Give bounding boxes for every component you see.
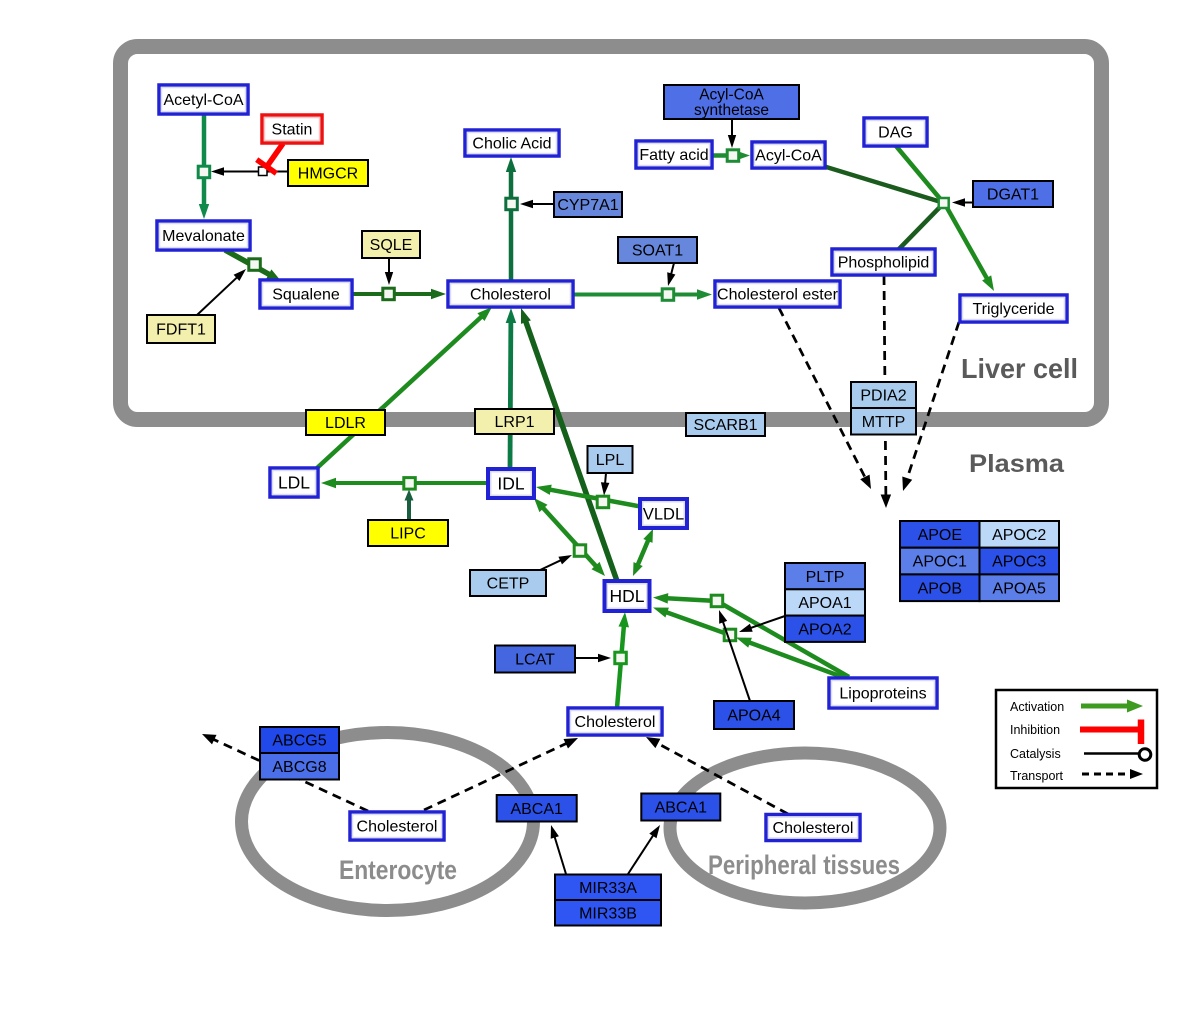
svg-text:LRP1: LRP1 [494, 414, 534, 431]
svg-text:APOC1: APOC1 [913, 554, 967, 571]
svg-text:DGAT1: DGAT1 [987, 187, 1039, 204]
svg-text:Catalysis: Catalysis [1010, 747, 1061, 761]
svg-text:APOC3: APOC3 [992, 554, 1046, 571]
svg-text:ABCA1: ABCA1 [655, 800, 708, 817]
svg-text:Activation: Activation [1010, 700, 1064, 714]
svg-text:ABCG5: ABCG5 [272, 733, 326, 750]
svg-text:VLDL: VLDL [643, 505, 684, 523]
svg-text:LCAT: LCAT [515, 652, 555, 669]
svg-text:Liver cell: Liver cell [961, 353, 1078, 384]
svg-text:Lipoproteins: Lipoproteins [839, 686, 926, 703]
svg-text:Fatty acid: Fatty acid [639, 147, 708, 164]
svg-text:PLTP: PLTP [806, 569, 845, 586]
svg-text:Squalene: Squalene [272, 287, 340, 304]
svg-text:MIR33A: MIR33A [579, 880, 637, 897]
svg-text:Enterocyte: Enterocyte [339, 855, 457, 885]
svg-text:Phospholipid: Phospholipid [838, 255, 930, 272]
svg-text:Cholesterol: Cholesterol [773, 820, 854, 837]
svg-text:LPL: LPL [596, 452, 625, 469]
svg-text:APOE: APOE [918, 527, 962, 544]
svg-text:APOC2: APOC2 [992, 527, 1046, 544]
svg-text:LIPC: LIPC [390, 526, 426, 543]
svg-text:IDL: IDL [497, 474, 525, 494]
svg-text:Statin: Statin [272, 122, 313, 139]
svg-text:LDLR: LDLR [325, 415, 366, 432]
svg-text:SOAT1: SOAT1 [632, 243, 683, 260]
svg-text:Cholesterol: Cholesterol [470, 287, 551, 304]
svg-text:FDFT1: FDFT1 [156, 322, 206, 339]
svg-text:MTTP: MTTP [862, 414, 906, 431]
svg-text:APOA5: APOA5 [993, 580, 1046, 597]
svg-text:CETP: CETP [487, 576, 530, 593]
svg-text:Plasma: Plasma [969, 450, 1065, 478]
svg-text:SCARB1: SCARB1 [693, 417, 757, 434]
svg-text:Triglyceride: Triglyceride [972, 301, 1054, 318]
svg-text:CYP7A1: CYP7A1 [557, 197, 618, 214]
svg-text:Cholic Acid: Cholic Acid [472, 136, 551, 153]
svg-text:APOA2: APOA2 [798, 621, 851, 638]
svg-text:ABCA1: ABCA1 [510, 801, 563, 818]
svg-text:HDL: HDL [609, 586, 644, 606]
svg-text:Cholesterol: Cholesterol [357, 819, 438, 836]
svg-text:MIR33B: MIR33B [579, 905, 637, 922]
svg-text:APOB: APOB [918, 580, 962, 597]
svg-text:synthetase: synthetase [694, 102, 769, 119]
svg-text:Peripheral tissues: Peripheral tissues [708, 850, 900, 880]
svg-text:Acetyl-CoA: Acetyl-CoA [163, 92, 243, 109]
svg-text:APOA1: APOA1 [798, 595, 851, 612]
svg-text:Inhibition: Inhibition [1010, 723, 1060, 737]
svg-text:Acyl-CoA: Acyl-CoA [699, 87, 764, 104]
svg-text:APOA4: APOA4 [727, 708, 780, 725]
svg-text:Mevalonate: Mevalonate [162, 228, 245, 245]
svg-text:ABCG8: ABCG8 [272, 759, 326, 776]
svg-text:DAG: DAG [878, 125, 913, 142]
svg-text:LDL: LDL [278, 473, 310, 493]
svg-text:Acyl-CoA: Acyl-CoA [755, 148, 822, 165]
svg-text:Cholesterol ester: Cholesterol ester [717, 287, 839, 304]
svg-text:Transport: Transport [1010, 769, 1064, 783]
svg-text:Cholesterol: Cholesterol [575, 714, 656, 731]
svg-text:HMGCR: HMGCR [298, 166, 358, 183]
svg-text:PDIA2: PDIA2 [860, 388, 906, 405]
svg-text:SQLE: SQLE [370, 237, 413, 254]
